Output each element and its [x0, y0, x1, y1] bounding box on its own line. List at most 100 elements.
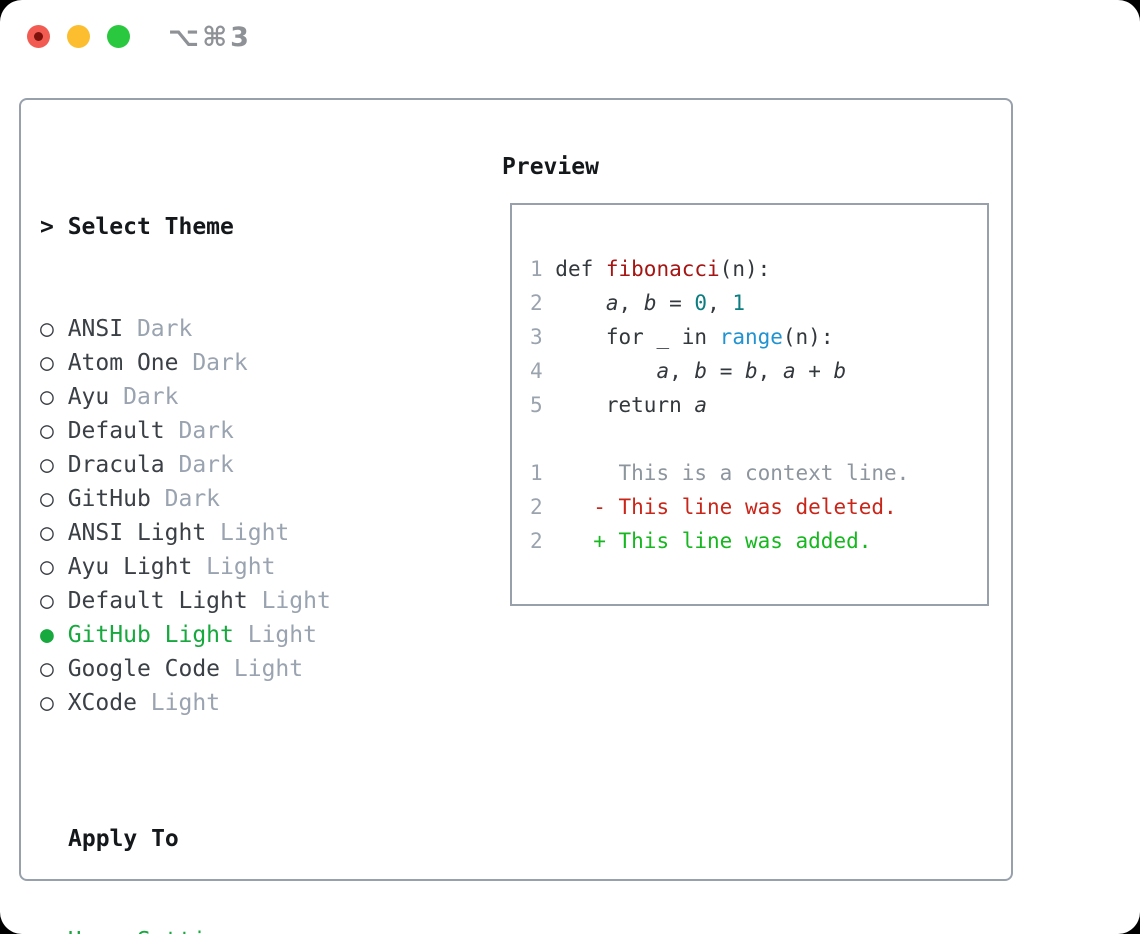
code-segment-var: b	[643, 291, 657, 315]
theme-option-label: Google Code	[67, 656, 221, 682]
code-segment-del: - This line was deleted.	[542, 495, 897, 519]
code-line: 2 a, b = 0, 1	[530, 286, 987, 320]
diff-added-line: 2 + This line was added.	[530, 524, 987, 558]
theme-variant-tag: Dark	[164, 418, 234, 444]
theme-option-label: Ayu	[67, 384, 110, 410]
code-line: 5 return a	[530, 388, 987, 422]
theme-option[interactable]: ○ Default Light Light	[40, 584, 428, 618]
theme-option[interactable]: ○ XCode Light	[40, 686, 428, 720]
theme-option[interactable]: ● GitHub Light Light	[40, 618, 428, 652]
code-segment-code: ,	[707, 291, 733, 315]
code-segment-code	[543, 359, 657, 383]
theme-option-label: Ayu Light	[67, 554, 193, 580]
zoom-button[interactable]	[107, 25, 130, 48]
minimize-button[interactable]	[67, 25, 90, 48]
theme-option-label: XCode	[67, 690, 137, 716]
radio-icon: ○	[40, 316, 68, 342]
window-title: ⌥⌘3	[168, 22, 252, 53]
code-segment-code: (n):	[782, 325, 834, 349]
radio-icon: ○	[40, 350, 68, 376]
theme-option-label: ANSI Light	[67, 520, 207, 546]
radio-selected-icon: ●	[40, 622, 68, 648]
radio-icon: ○	[40, 656, 68, 682]
code-line: 3 for _ in range(n):	[530, 320, 987, 354]
code-segment-code: +	[795, 359, 834, 383]
select-theme-header-label: Select Theme	[67, 214, 234, 240]
theme-option-label: Atom One	[67, 350, 179, 376]
theme-option[interactable]: ○ Google Code Light	[40, 652, 428, 686]
code-segment-code: (n):	[719, 257, 771, 281]
radio-icon: ○	[40, 588, 68, 614]
theme-option-label: Dracula	[67, 452, 165, 478]
code-segment-var: a	[605, 291, 619, 315]
code-segment-ln: 2	[530, 495, 543, 519]
radio-icon: ○	[40, 520, 68, 546]
theme-option-label: GitHub	[67, 486, 151, 512]
radio-icon: ○	[40, 384, 68, 410]
theme-variant-tag: Light	[192, 554, 276, 580]
radio-selected-icon: ●	[40, 928, 68, 934]
radio-icon: ○	[40, 690, 68, 716]
code-segment-call: range	[719, 325, 783, 349]
code-segment-var: b	[833, 359, 847, 383]
select-theme-header: > Select Theme	[40, 210, 428, 244]
theme-variant-tag: Light	[233, 622, 317, 648]
close-button-dot-icon	[34, 32, 43, 41]
theme-variant-tag: Dark	[109, 384, 179, 410]
code-segment-code: def	[542, 257, 606, 281]
theme-variant-tag: Light	[247, 588, 331, 614]
theme-option[interactable]: ○ ANSI Dark	[40, 312, 428, 346]
code-segment-num: 0	[694, 291, 708, 315]
apply-to-option[interactable]: ● User Settings	[40, 924, 428, 934]
theme-option[interactable]: ○ Default Dark	[40, 414, 428, 448]
code-segment-code: return	[542, 393, 695, 417]
theme-option[interactable]: ○ Dracula Dark	[40, 448, 428, 482]
code-segment-ctx: This is a context line.	[542, 461, 910, 485]
code-segment-code: =	[707, 359, 745, 383]
code-segment-var: a	[694, 393, 708, 417]
diff-deleted-line: 2 - This line was deleted.	[530, 490, 987, 524]
code-segment-code	[530, 427, 543, 451]
code-segment-code	[543, 291, 606, 315]
theme-variant-tag: Dark	[123, 316, 193, 342]
code-segment-ln: 3	[530, 325, 543, 349]
left-column: > Select Theme ○ ANSI Dark○ Atom One Dar…	[40, 142, 428, 934]
code-segment-ln: 4	[530, 359, 543, 383]
apply-to-header: Apply To	[68, 826, 179, 852]
code-segment-var: b	[694, 359, 708, 383]
code-segment-code: ,	[618, 291, 644, 315]
radio-icon: ○	[40, 452, 68, 478]
code-segment-code: ,	[669, 359, 695, 383]
theme-option-label: ANSI	[67, 316, 124, 342]
theme-option[interactable]: ○ Atom One Dark	[40, 346, 428, 380]
theme-variant-tag: Dark	[150, 486, 221, 512]
close-button[interactable]	[27, 25, 50, 48]
theme-variant-tag: Dark	[178, 350, 248, 376]
apply-to-option-label: User Settings	[68, 928, 248, 934]
theme-option-label: Default	[67, 418, 165, 444]
code-segment-code: ,	[757, 359, 783, 383]
preview-header: Preview	[502, 154, 599, 180]
titlebar: ⌥⌘3	[0, 0, 1140, 75]
theme-list: ○ ANSI Dark○ Atom One Dark○ Ayu Dark○ De…	[40, 312, 428, 720]
code-segment-ln: 1	[530, 461, 543, 485]
theme-option[interactable]: ○ ANSI Light Light	[40, 516, 428, 550]
code-line: 4 a, b = b, a + b	[530, 354, 987, 388]
theme-variant-tag: Light	[136, 690, 221, 716]
code-segment-ln: 2	[530, 529, 543, 553]
code-segment-code: =	[656, 291, 695, 315]
diff-context-line: 1 This is a context line.	[530, 456, 987, 490]
theme-option[interactable]: ○ GitHub Dark	[40, 482, 428, 516]
blank-line	[530, 422, 987, 456]
theme-option[interactable]: ○ Ayu Dark	[40, 380, 428, 414]
radio-icon: ○	[40, 486, 68, 512]
theme-option[interactable]: ○ Ayu Light Light	[40, 550, 428, 584]
code-segment-ln: 1	[530, 257, 543, 281]
code-segment-add: + This line was added.	[542, 529, 872, 553]
code-segment-var: a	[782, 359, 796, 383]
code-segment-var: b	[745, 359, 758, 383]
theme-variant-tag: Light	[220, 656, 304, 682]
theme-variant-tag: Light	[206, 520, 290, 546]
